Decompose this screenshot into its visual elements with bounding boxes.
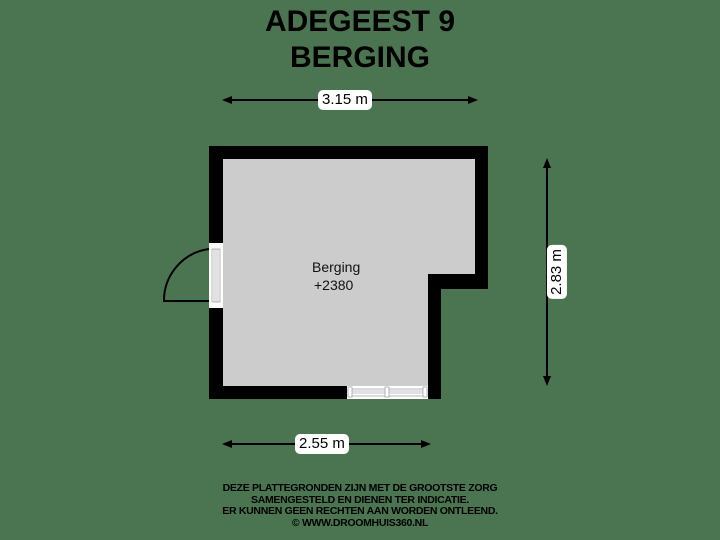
disclaimer-line: DEZE PLATTEGRONDEN ZIJN MET DE GROOTSTE … bbox=[222, 482, 498, 494]
room-floor bbox=[223, 159, 475, 386]
dimension-label-right: 2.83 m bbox=[546, 245, 567, 299]
page-title-address: ADEGEEST 9 bbox=[264, 5, 456, 38]
disclaimer-line: SAMENGESTELD EN DIENEN TER INDICATIE. bbox=[251, 493, 469, 506]
dimension-label-bottom: 2.55 m bbox=[295, 434, 349, 454]
copyright-link: © WWW.DROOMHUIS360.NL bbox=[291, 516, 429, 529]
door bbox=[162, 243, 223, 308]
page-title-room: BERGING bbox=[289, 41, 430, 74]
dimension-label-top: 3.15 m bbox=[318, 90, 372, 110]
room-level-label: +2380 bbox=[314, 277, 354, 293]
disclaimer: DEZE PLATTEGRONDEN ZIJN MET DE GROOTSTE … bbox=[0, 482, 720, 529]
room-name-label: Berging bbox=[312, 259, 361, 275]
disclaimer-line: ER KUNNEN GEEN RECHTEN AAN WORDEN ONTLEE… bbox=[222, 505, 498, 517]
window bbox=[347, 386, 428, 399]
